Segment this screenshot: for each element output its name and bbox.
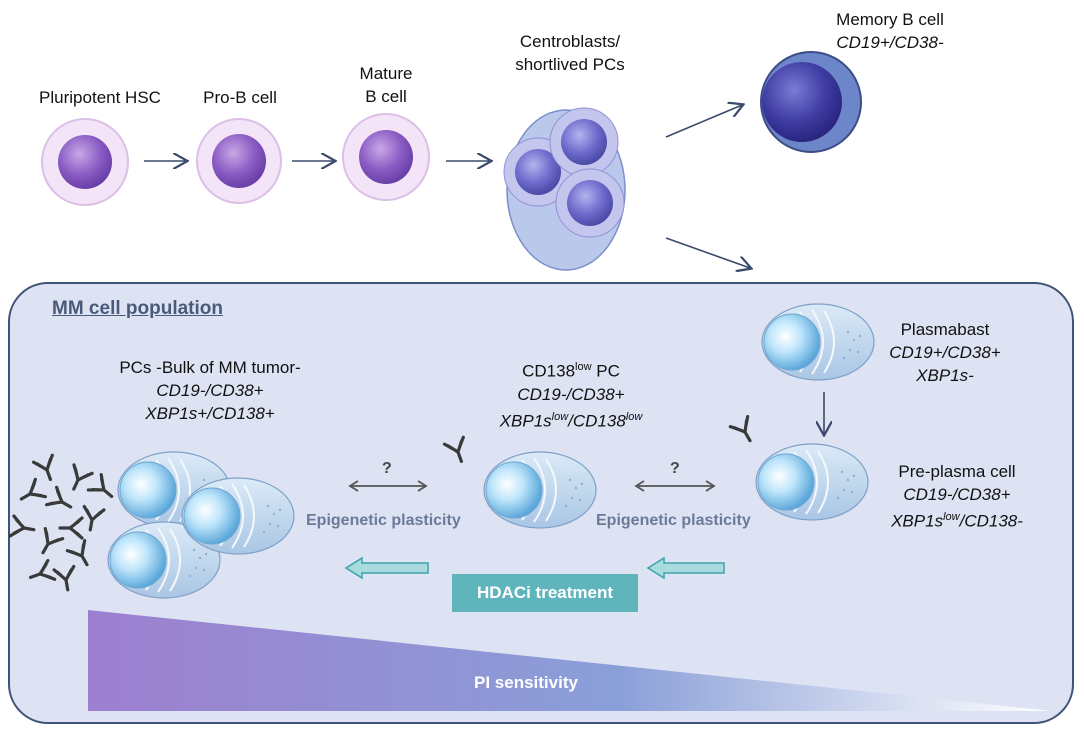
question-right: ? [670,460,680,477]
bulk-pc-cluster [107,451,295,599]
hsc-cell [41,118,129,206]
label-bulk-pcs: PCs -Bulk of MM tumor- CD19-/CD38+ XBP1s… [119,358,301,423]
double-arrow-left [348,480,428,492]
antibody-icon [728,415,761,448]
preplasma-cell [755,443,869,521]
plasmablast-cell [761,303,875,381]
panel-title: MM cell population [52,298,223,319]
label-cd138low: CD138low PC CD19-/CD38+ XBP1slow/CD138lo… [499,361,643,431]
label-hsc: Pluripotent HSC [39,88,161,107]
cd138low-pc-cell [483,451,597,529]
label-preplasma: Pre-plasma cell CD19-/CD38+ XBP1slow/CD1… [891,462,1023,531]
memory-b-cell [760,51,862,153]
plasticity-left: Epigenetic plasticity [306,512,461,529]
arrow-to-memory [665,105,742,138]
question-left: ? [382,460,392,477]
label-plasmablast: Plasmabast CD19+/CD38+ XBP1s- [889,320,1001,385]
hdaci-arrow-right [646,556,725,580]
pi-sensitivity-label: PI sensitivity [474,673,578,692]
double-arrow-right [634,480,716,492]
hdaci-arrow-left [344,556,429,580]
hdaci-treatment-box: HDACi treatment [452,574,638,612]
label-pro-b: Pro-B cell [203,88,277,107]
label-centroblasts: Centroblasts/shortlived PCs [515,32,625,74]
antibody-cluster [8,453,120,594]
mature-b-cell [342,113,430,201]
arrow-to-panel [665,237,750,268]
pro-b-cell [196,118,282,204]
antibody-icon [442,435,473,467]
plasticity-right: Epigenetic plasticity [596,512,751,529]
pi-sensitivity-gradient [88,610,1052,711]
centroblast-cluster [503,107,626,271]
